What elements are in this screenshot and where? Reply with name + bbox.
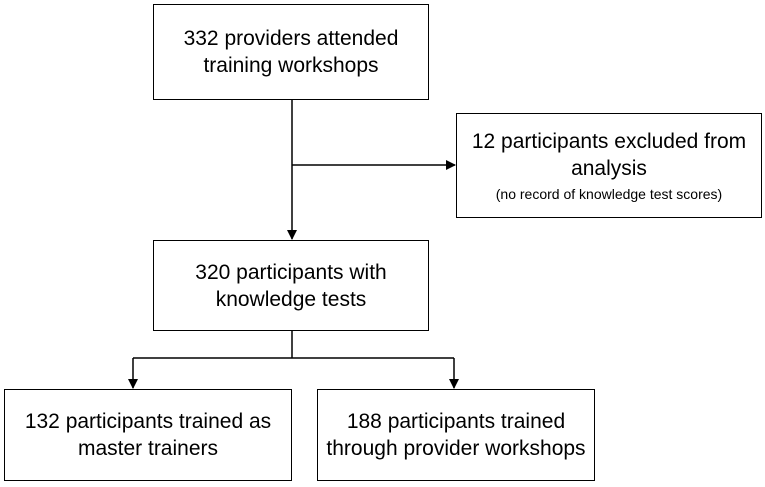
box-participants-with-tests: 320 participants with knowledge tests [153, 240, 429, 331]
box-providers-attended-text: 332 providers attended training workshop… [183, 27, 399, 77]
box-participants-with-tests-text: 320 participants with knowledge tests [195, 260, 387, 311]
box-providers-attended: 332 providers attended training workshop… [153, 4, 429, 100]
box-participants-excluded-note: (no record of knowledge test scores) [495, 185, 723, 202]
box-provider-workshops-text: 188 participants trained through provide… [326, 410, 586, 460]
box-master-trainers: 132 participants trained as master train… [4, 389, 292, 481]
box-participants-excluded: 12 participants excluded from analysis (… [456, 113, 762, 218]
box-provider-workshops: 188 participants trained through provide… [317, 389, 595, 481]
box-master-trainers-text: 132 participants trained as master train… [24, 410, 272, 460]
box-participants-excluded-text: 12 participants excluded from analysis [471, 129, 747, 180]
